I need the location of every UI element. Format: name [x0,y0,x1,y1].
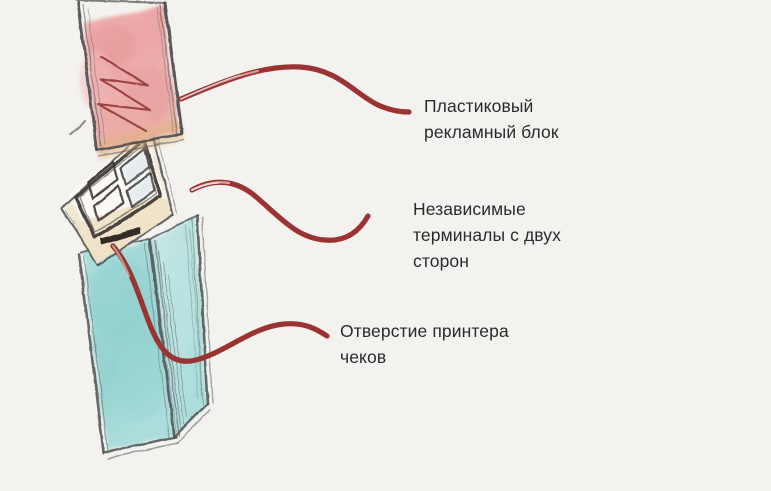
terminal-bezel [74,196,172,264]
callout-curve-terminals [189,179,371,243]
ad-panel-scribble [96,55,152,133]
terminal-screen-frame [74,138,162,240]
callout-label-printer: Отверстие принтера чеков [340,321,509,367]
screen-cell-1 [86,160,120,201]
terminal-head [60,121,178,267]
callout-label-ad-panel: Пластиковый рекламный блок [424,96,559,142]
callout-curve-ad-panel [178,64,412,115]
callout-curve-printer [110,243,330,364]
screen-cell-2 [93,184,126,223]
printer-slot [101,227,141,245]
callout-label-terminals: Независимые терминалы с двух сторон [413,199,561,271]
kiosk-body [77,213,214,459]
ad-panel [75,0,185,160]
